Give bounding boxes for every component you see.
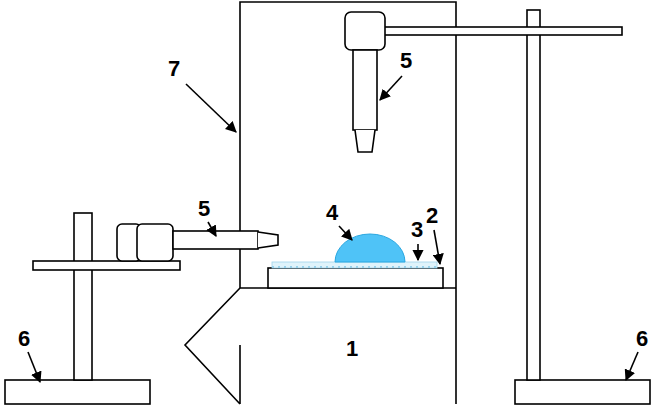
camera-lens: [355, 130, 375, 152]
callout-number: 6: [18, 328, 30, 350]
callout-number: 7: [168, 58, 180, 80]
callout-number: 6: [636, 328, 648, 350]
leader-arrow: [339, 226, 352, 240]
base: [185, 288, 456, 404]
stand-pole: [527, 10, 540, 380]
leader-arrow: [186, 84, 236, 132]
stand-base: [515, 380, 650, 404]
camera-lens: [258, 232, 278, 248]
stand-arm: [370, 27, 622, 35]
stand-base: [5, 380, 150, 404]
callout-number: 3: [411, 219, 423, 241]
leader-arrow: [417, 244, 419, 260]
leader-arrow: [28, 352, 40, 382]
camera-body: [345, 12, 385, 50]
callout-number: 1: [346, 338, 358, 360]
leader-arrow: [626, 352, 638, 380]
camera-tube: [353, 50, 377, 130]
enclosure: [240, 2, 456, 404]
callout-number: 2: [426, 205, 438, 227]
camera-body: [137, 224, 173, 261]
sample-stage: [268, 268, 443, 288]
callout-number: 5: [400, 50, 412, 72]
leader-arrow: [208, 222, 216, 236]
leader-arrow: [380, 76, 402, 100]
leader-arrow: [434, 230, 440, 264]
callout-number: 4: [326, 202, 338, 224]
stand-pole: [74, 213, 92, 380]
droplet: [335, 234, 405, 262]
callout-number: 5: [198, 198, 210, 220]
stand-platform: [33, 261, 180, 270]
substrate: [272, 262, 437, 268]
